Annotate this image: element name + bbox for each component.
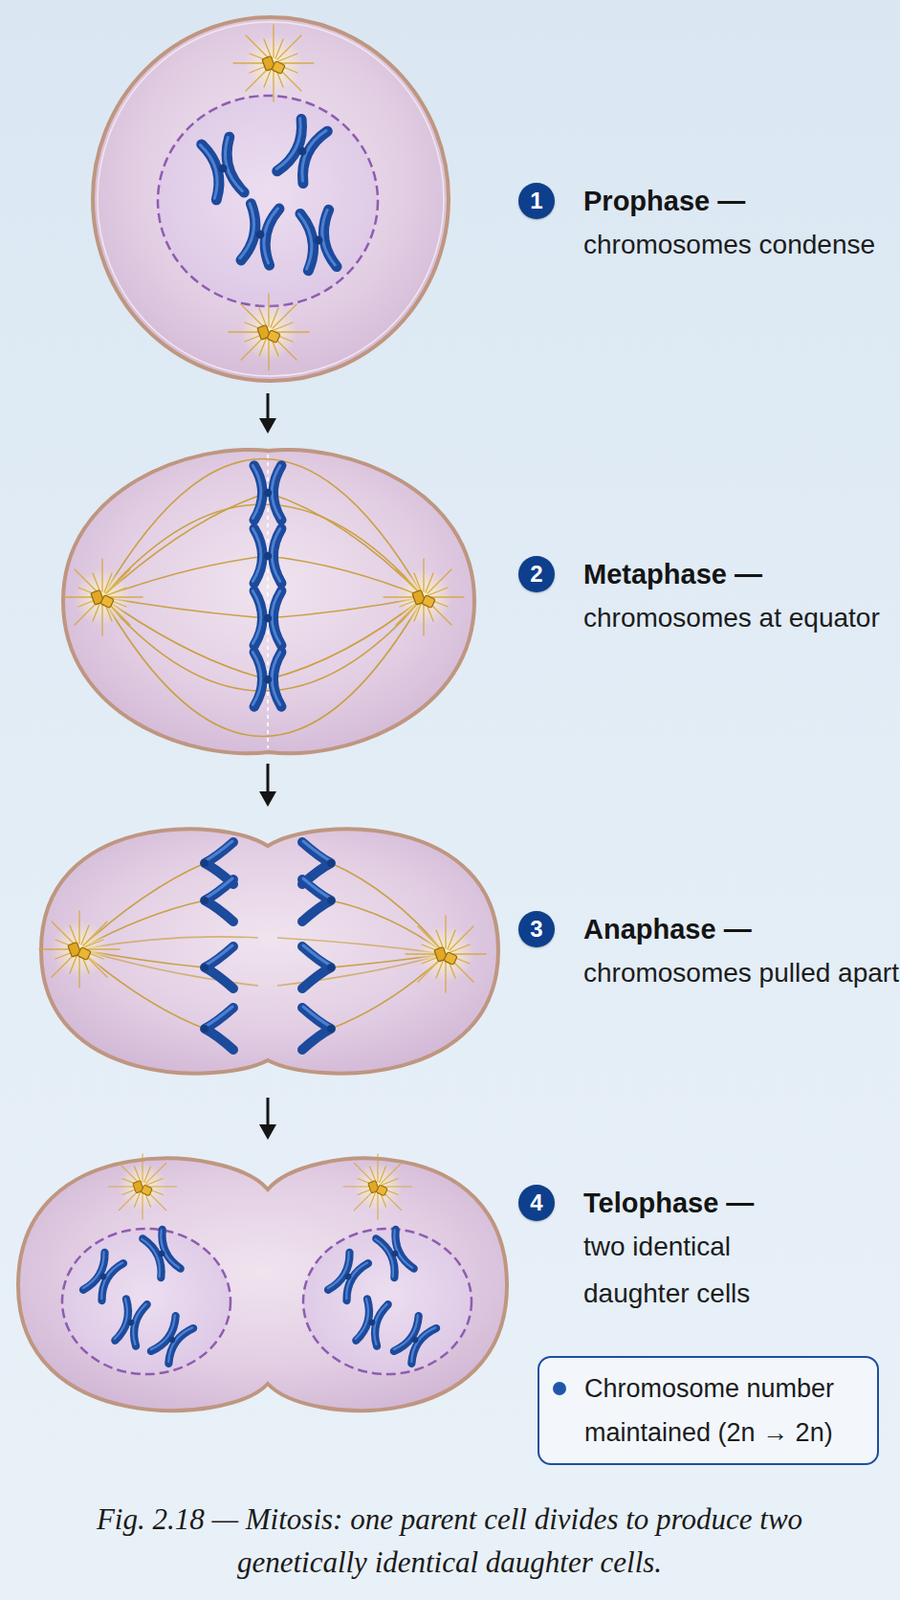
chromosome (199, 136, 244, 200)
step-number: 3 (518, 910, 555, 947)
spindle-fibers (102, 459, 424, 598)
spindle-fibers (102, 492, 268, 597)
chromosome (240, 203, 280, 266)
nuclear-envelope (157, 95, 378, 307)
key-box: Chromosome number maintained (2n → 2n) (537, 1355, 879, 1465)
chromosome (327, 1251, 369, 1300)
flow-arrow (259, 1097, 277, 1140)
stage-label: 1 Prophase —chromosomes condense (518, 182, 877, 268)
spindle-fibers (102, 459, 424, 737)
prophase-cell (92, 17, 449, 381)
flow-arrow (266, 763, 270, 794)
flow-arrow (259, 1123, 277, 1140)
cell-membrane (63, 449, 475, 753)
cell-membrane (92, 17, 449, 381)
nuclear-envelope (303, 1228, 472, 1374)
flow-arrow (266, 393, 270, 421)
centrosome (343, 1153, 412, 1219)
flow-arrow (259, 790, 277, 807)
chromosome (252, 465, 282, 521)
chromatid (200, 944, 234, 988)
flow-arrow (259, 763, 277, 807)
chromosome (354, 1297, 388, 1346)
chromosome (252, 591, 282, 646)
chromosome (252, 652, 282, 707)
chromatid (302, 878, 335, 922)
stage-label: 2 Metaphase —chromosomes at equator (518, 555, 880, 641)
chromatid (200, 1006, 234, 1050)
flow-arrow (259, 417, 277, 434)
stage-name: Metaphase — (583, 557, 880, 591)
flow-arrow (266, 1097, 270, 1127)
stage-text: Metaphase —chromosomes at equator (583, 555, 880, 641)
chromosome (298, 209, 337, 271)
chromosome (275, 118, 328, 184)
flow-arrow (259, 393, 277, 434)
centrosome (383, 558, 464, 636)
centrosome (405, 915, 486, 992)
chromosome (82, 1251, 124, 1300)
equator-line (266, 454, 269, 748)
chromosome (113, 1297, 147, 1346)
cell-membrane (41, 828, 499, 1073)
cell-membrane (18, 1157, 507, 1410)
centrosome (108, 1153, 176, 1219)
stage-description: chromosomes at equator (583, 593, 880, 641)
key-text: Chromosome number maintained (2n → 2n) (584, 1365, 862, 1454)
chromosome (150, 1314, 194, 1362)
chromatid (302, 1006, 335, 1050)
spindle-fibers (102, 504, 424, 597)
centrosome (39, 910, 120, 988)
nuclear-envelope (62, 1228, 231, 1374)
stage-name: Telophase — (583, 1185, 775, 1219)
chromosome (393, 1314, 437, 1362)
stage-text: Anaphase —chromosomes pulled apart (583, 910, 900, 996)
step-number: 1 (518, 182, 555, 220)
stage-description: chromosomes condense (583, 220, 876, 268)
chromosome (374, 1229, 414, 1278)
metaphase-cell (62, 449, 475, 753)
stage-label: 3 Anaphase —chromosomes pulled apart (518, 910, 900, 996)
stage-description: chromosomes pulled apart (583, 948, 900, 996)
stage-name: Prophase — (583, 184, 876, 218)
chromosome (252, 528, 282, 584)
chromatid (200, 878, 234, 922)
chromatid (302, 944, 335, 988)
anaphase-cell (39, 828, 499, 1073)
centrosome (228, 293, 309, 371)
centrosome (62, 558, 143, 636)
chromosome (141, 1229, 180, 1278)
step-number: 2 (518, 555, 555, 593)
figure-caption: Fig. 2.18 — Mitosis: one parent cell div… (71, 1496, 828, 1583)
stage-label: 4 Telophase —two identical daughter cells (518, 1184, 775, 1317)
step-number: 4 (518, 1184, 555, 1221)
stage-description: two identical daughter cells (583, 1222, 775, 1317)
centrosome (233, 24, 314, 102)
spindle-fibers (79, 862, 446, 1029)
stage-name: Anaphase — (583, 912, 900, 945)
telophase-cells (18, 1153, 507, 1410)
stage-text: Telophase —two identical daughter cells (583, 1184, 775, 1317)
stage-text: Prophase —chromosomes condense (583, 182, 876, 268)
cell-membrane (97, 21, 444, 376)
key-bullet (552, 1381, 567, 1395)
